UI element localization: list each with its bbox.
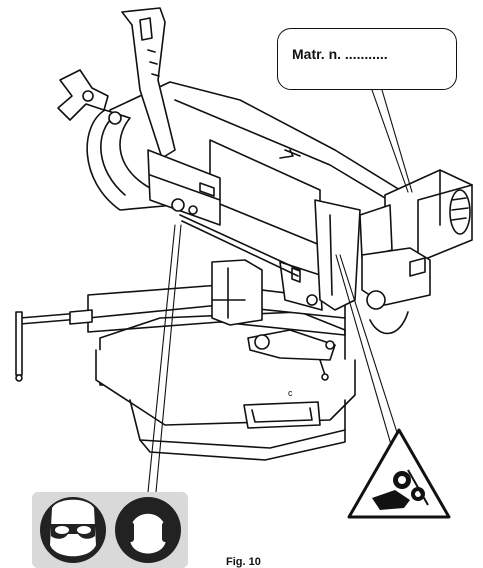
machine-base: c xyxy=(95,311,356,461)
blade-guide-left xyxy=(147,149,221,226)
tension-knob xyxy=(57,69,109,121)
motor xyxy=(359,169,473,335)
operating-handle xyxy=(121,7,176,159)
saw-blade xyxy=(179,214,301,277)
hand-entanglement-warning-icon xyxy=(347,428,451,519)
figure-caption: Fig. 10 xyxy=(226,556,261,568)
frame-column xyxy=(314,199,361,311)
blade-guide-right xyxy=(279,261,323,311)
serial-number-label: Matr. n. ........... xyxy=(292,46,388,62)
safety-goggles-icon xyxy=(40,497,106,563)
svg-text:c: c xyxy=(288,388,293,398)
serial-number-callout: Matr. n. ........... xyxy=(277,28,457,90)
vise-handle xyxy=(15,309,93,382)
ppe-signs-panel xyxy=(32,492,188,568)
callout-leader-lines xyxy=(147,89,413,493)
ear-protection-icon xyxy=(115,497,181,563)
pivot-arm xyxy=(247,329,336,381)
